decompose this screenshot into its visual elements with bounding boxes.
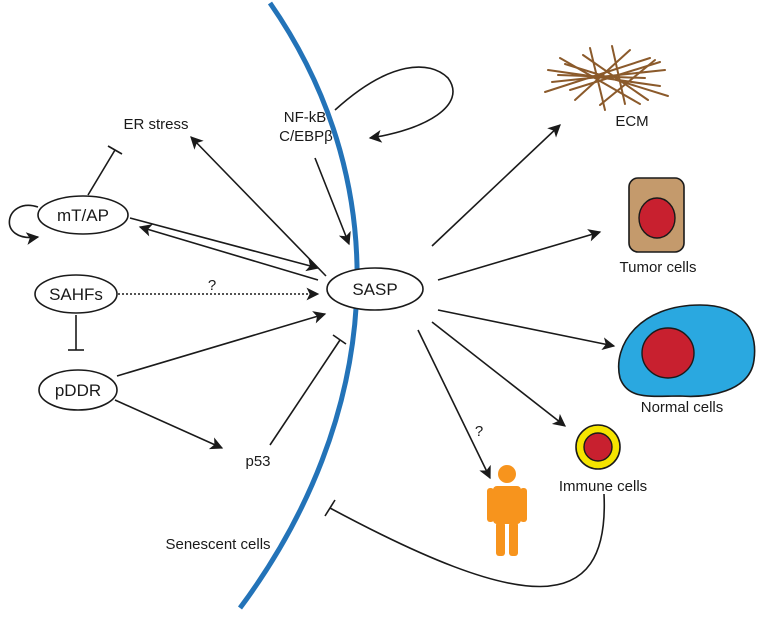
er-stress-label: ER stress [123, 116, 188, 133]
immune-cells-label: Immune cells [559, 478, 647, 495]
normal-cell-icon [617, 304, 756, 398]
immune-cell-icon [575, 424, 621, 470]
pddr-label: pDDR [55, 381, 101, 400]
sasp-node: SASP [326, 267, 424, 311]
pddr-to-p53-arrow [114, 399, 224, 450]
mtap-inhibits-er-stress [87, 149, 116, 196]
sasp-label: SASP [352, 280, 397, 299]
ecm-fibers-icon [544, 45, 669, 111]
mtap-label: mT/AP [57, 206, 109, 225]
autocrine-feedback-loop-arrow [334, 66, 454, 143]
normal-cells-label: Normal cells [641, 399, 724, 416]
p53-label: p53 [245, 453, 270, 470]
ecm-label: ECM [615, 113, 648, 130]
sahfs-question-label: ? [208, 277, 216, 294]
human-organism-icon [487, 465, 527, 556]
er-stress-inhibition-bar [107, 145, 123, 155]
pddr-node: pDDR [38, 369, 118, 411]
sasp-to-mtap-arrow [138, 224, 319, 281]
senescent-cells-inhibition-bar [324, 499, 336, 517]
sasp-to-ecm-arrow [431, 124, 561, 247]
nfkb-label: NF-kB [284, 109, 327, 126]
mtap-node: mT/AP [37, 195, 129, 235]
mtap-to-sasp-arrow [129, 217, 320, 272]
human-question-label: ? [475, 423, 483, 440]
mtap-self-loop-arrow [8, 204, 40, 245]
sahfs-node: SAHFs [34, 274, 118, 314]
tumor-cells-label: Tumor cells [620, 259, 697, 276]
senescent-cells-label: Senescent cells [165, 536, 270, 553]
nfkb-to-sasp-arrow [314, 157, 351, 246]
senescent-cell-membrane [237, 1, 360, 610]
pddr-to-sasp-arrow [116, 311, 327, 377]
cebpb-label: C/EBPβ [279, 128, 333, 145]
sasp-to-immune-cells-arrow [431, 321, 567, 427]
immune-cells-inhibit-senescent-cells [329, 493, 606, 588]
sasp-to-tumor-cells-arrow [437, 229, 602, 281]
sasp-to-er-stress-arrow [190, 136, 327, 277]
sahfs-label: SAHFs [49, 285, 103, 304]
p53-inhibits-sasp [269, 339, 341, 446]
sasp-inhibition-bar-p53 [332, 334, 347, 345]
sasp-to-normal-cells-arrow [437, 309, 616, 350]
sasp-to-human-arrow [417, 329, 491, 480]
tumor-cell-icon [628, 177, 685, 253]
